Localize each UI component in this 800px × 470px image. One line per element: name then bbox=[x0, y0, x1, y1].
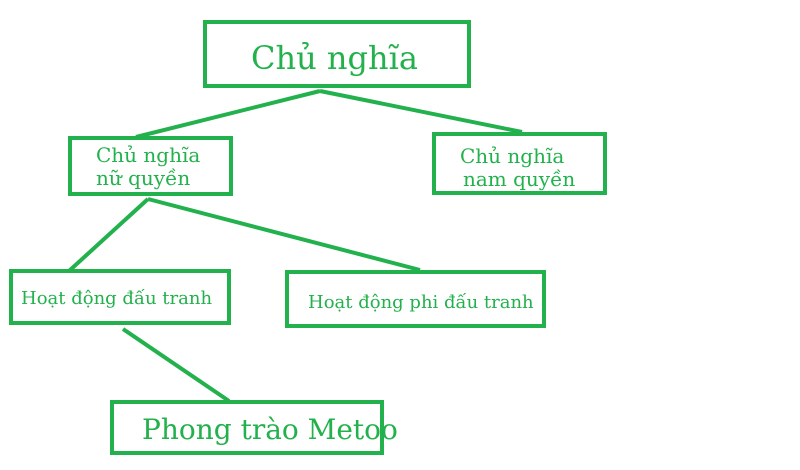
node-struggle: Hoạt động đấu tranh bbox=[9, 269, 231, 325]
node-root: Chủ nghĩa bbox=[203, 20, 471, 88]
edge-struggle-metoo bbox=[121, 327, 231, 403]
edge-feminism-nonstruggle bbox=[147, 197, 421, 272]
node-root-label: Chủ nghĩa bbox=[251, 39, 418, 77]
edge-feminism-struggle bbox=[67, 197, 150, 273]
node-struggle-label: Hoạt động đấu tranh bbox=[21, 288, 213, 309]
node-feminism: Chủ nghĩa nữ quyền bbox=[68, 136, 233, 196]
node-masculism-line1: Chủ nghĩa bbox=[460, 144, 565, 168]
node-metoo-label: Phong trào Metoo bbox=[142, 413, 398, 446]
node-metoo: Phong trào Metoo bbox=[110, 400, 398, 455]
node-nonstruggle: Hoạt động phi đấu tranh bbox=[285, 270, 546, 328]
node-masculism-line2: nam quyền bbox=[463, 167, 576, 191]
node-feminism-line1: Chủ nghĩa bbox=[96, 143, 201, 167]
node-feminism-line2: nữ quyền bbox=[96, 166, 191, 190]
node-masculism: Chủ nghĩa nam quyền bbox=[432, 132, 607, 195]
node-nonstruggle-label: Hoạt động phi đấu tranh bbox=[308, 292, 534, 313]
edge-root-feminism bbox=[135, 89, 321, 139]
edge-root-masculism bbox=[319, 89, 523, 134]
